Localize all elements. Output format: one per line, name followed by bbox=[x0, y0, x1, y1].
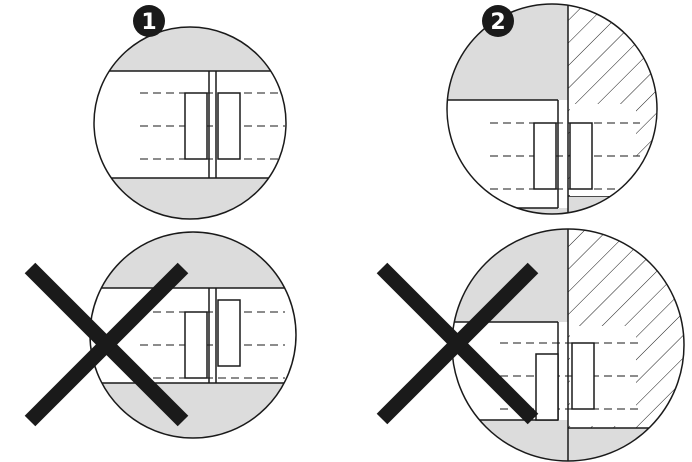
right-panel bbox=[571, 342, 595, 410]
left-panel-misaligned bbox=[535, 353, 559, 421]
diagram-1-correct bbox=[93, 26, 287, 220]
lower-gray-band bbox=[90, 383, 296, 438]
badge-1: 1 bbox=[133, 5, 165, 37]
right-panel-misaligned bbox=[217, 299, 241, 367]
right-panel bbox=[569, 122, 593, 190]
left-panel bbox=[184, 92, 208, 160]
upper-gray-band bbox=[90, 232, 296, 288]
badge-2: 2 bbox=[482, 5, 514, 37]
diagram-2-correct bbox=[446, 3, 658, 215]
diagram-2-incorrect bbox=[451, 228, 685, 462]
badge-2-label: 2 bbox=[490, 10, 505, 35]
left-panel bbox=[184, 311, 208, 379]
cross-mark-1 bbox=[24, 262, 189, 427]
badge-1-label: 1 bbox=[141, 10, 156, 35]
left-panel bbox=[533, 122, 557, 190]
lower-gray-band bbox=[94, 178, 286, 219]
floor-gray bbox=[452, 420, 568, 461]
cross-mark-2 bbox=[376, 262, 539, 425]
wall-gray bbox=[452, 229, 568, 322]
right-panel bbox=[217, 92, 241, 160]
floor-gray bbox=[447, 208, 568, 214]
